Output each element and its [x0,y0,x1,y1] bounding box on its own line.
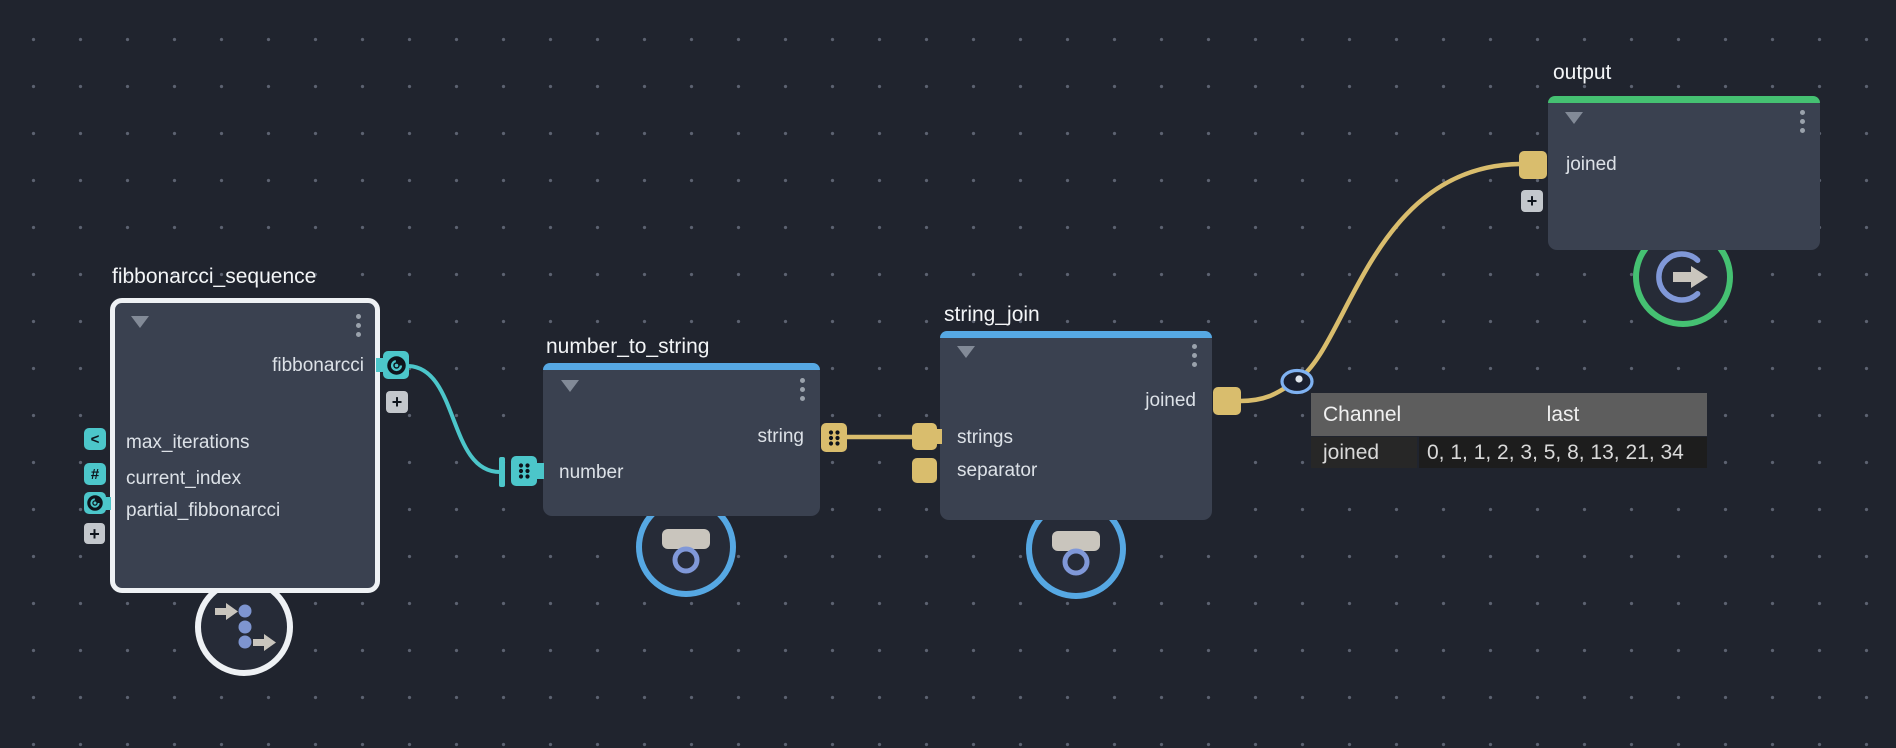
input-label-separator: separator [957,460,1038,481]
watch-eye-icon[interactable] [1278,367,1316,401]
node-accent-bar [543,363,820,370]
chevron-left-icon: < [90,430,100,448]
node-fibbonarcci-sequence[interactable] [110,298,380,593]
plus-icon: + [391,392,403,412]
port-strings-input[interactable] [912,423,937,450]
list-dots-icon [828,429,840,446]
port-joined-input[interactable] [1519,151,1547,179]
input-label-number: number [559,462,624,483]
collapse-caret-icon[interactable] [957,346,975,358]
port-tab [376,358,385,372]
cell-channel-joined: joined [1311,437,1417,468]
node-title-number-to-string: number_to_string [546,335,710,358]
port-partial-fibbonarcci[interactable] [84,492,106,514]
node-menu-icon[interactable] [354,312,363,339]
node-title-fibbonarcci-sequence: fibbonarcci_sequence [112,265,317,288]
collapse-caret-icon[interactable] [131,316,149,328]
plus-icon: + [89,523,100,544]
function-icon [662,529,710,574]
port-tab [934,429,942,444]
port-fibbonarcci-output[interactable] [383,351,409,379]
add-output-button[interactable]: + [386,391,408,413]
input-label-strings: strings [957,427,1013,448]
node-output[interactable] [1548,96,1820,250]
wire-joined-to-output[interactable] [1239,161,1521,404]
input-label-joined: joined [1566,154,1617,175]
node-menu-icon[interactable] [798,376,807,403]
output-label-string: string [757,426,804,447]
wire-end-bar [499,457,505,487]
plus-icon: + [1526,191,1538,211]
collapse-caret-icon[interactable] [561,380,579,392]
cell-last-value: 0, 1, 1, 2, 3, 5, 8, 13, 21, 34 [1419,437,1707,468]
loop-icon [386,355,406,375]
node-string-join[interactable] [940,331,1212,520]
node-accent-bar [940,331,1212,338]
node-title-string-join: string_join [944,303,1040,326]
add-input-button[interactable]: + [1521,190,1543,212]
wire-fibbonarcci-to-number[interactable] [408,364,501,474]
port-number-input[interactable] [511,456,537,486]
port-string-output[interactable] [821,423,847,452]
export-arrow-icon [1656,251,1708,303]
node-menu-icon[interactable] [1190,342,1199,369]
node-title-output: output [1553,61,1612,84]
probe-table-header: Channel last [1311,393,1707,436]
node-number-to-string[interactable] [543,363,820,516]
node-accent-bar [1548,96,1820,103]
col-last: last [1546,402,1580,426]
collapse-caret-icon[interactable] [1565,112,1583,124]
output-label-joined: joined [1145,390,1196,411]
input-label-max-iterations: max_iterations [126,432,250,453]
probe-table-row: joined 0, 1, 1, 2, 3, 5, 8, 13, 21, 34 [1311,437,1707,468]
probe-table: Channel last joined 0, 1, 1, 2, 3, 5, 8,… [1311,393,1707,468]
function-icon [1052,531,1100,576]
output-label-fibbonarcci: fibbonarcci [272,355,364,376]
loop-flow-icon [215,603,276,651]
port-max-iterations[interactable]: < [84,428,106,450]
input-label-partial-fibbonarcci: partial_fibbonarcci [126,500,281,521]
node-menu-icon[interactable] [1798,108,1807,135]
port-joined-output[interactable] [1213,387,1241,415]
port-tab [101,497,111,510]
add-input-button[interactable]: + [84,523,105,544]
input-label-current-index: current_index [126,468,242,489]
col-channel: Channel [1323,402,1402,426]
port-separator-input[interactable] [912,458,937,483]
loop-icon [87,495,103,511]
hash-icon: # [90,465,100,483]
port-current-index[interactable]: # [84,463,106,485]
list-dots-icon [518,463,530,479]
port-tab [534,463,544,479]
